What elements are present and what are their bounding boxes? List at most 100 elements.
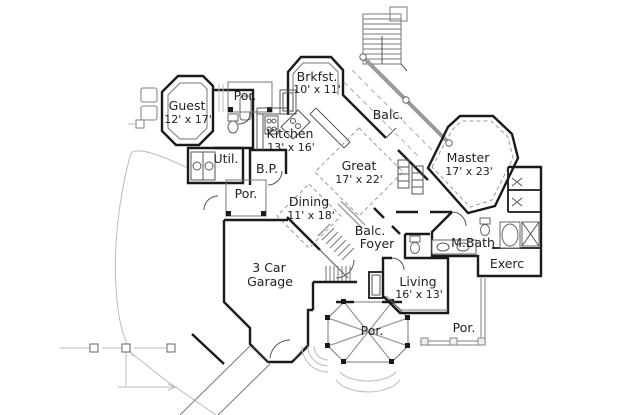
porch-post	[325, 343, 330, 348]
railing-post	[402, 96, 410, 104]
tub-icon	[239, 95, 252, 121]
room-label-kitchen: Kitchen	[267, 126, 314, 141]
room-label-master-bath: M.Bath	[451, 235, 495, 250]
burner-icon	[266, 126, 272, 132]
room-label-foyer: Foyer	[360, 236, 395, 251]
butlers-pantry	[248, 148, 288, 186]
porch-post	[226, 211, 231, 216]
room-label-guest: Guest	[169, 98, 206, 113]
sink-icon	[290, 118, 296, 124]
powder-room	[396, 210, 452, 258]
breakfast-walls	[286, 55, 353, 115]
porch-steps	[218, 84, 224, 112]
planter-arc	[203, 195, 219, 211]
master-bedroom	[426, 114, 520, 215]
garage-walls	[222, 218, 313, 364]
media-wall	[397, 159, 424, 195]
toilet-icon	[227, 120, 239, 134]
fence-lines	[60, 347, 217, 415]
room-label-garage-line2: Garage	[247, 274, 293, 289]
door-swing-arc	[451, 211, 467, 227]
fence-post	[121, 343, 131, 353]
bottom-porch	[301, 299, 410, 393]
room-label-utility: Util.	[214, 151, 239, 166]
porch-column	[477, 337, 486, 346]
equipment-pad	[140, 87, 158, 103]
driveway-arrow	[118, 383, 178, 391]
retaining-wall	[191, 333, 225, 365]
fence-post	[89, 343, 99, 353]
room-dims-guest: 12' x 17'	[164, 113, 212, 126]
room-dims-great: 17' x 22'	[335, 173, 383, 186]
porch-front-steps	[335, 371, 401, 393]
toilet-tank-icon	[409, 235, 421, 243]
burner-icon	[271, 126, 277, 132]
garage-door-swing	[269, 339, 291, 359]
room-label-butlers-pantry: B.P.	[256, 161, 278, 176]
room-label-balcony-upper: Balc.	[373, 107, 404, 122]
deck-board-lines	[343, 69, 433, 159]
closet-door-marks	[511, 177, 523, 207]
guest-ceiling-lines	[167, 82, 208, 140]
room-label-porch-bottom: Por.	[361, 323, 384, 338]
upper-balcony	[343, 53, 453, 181]
porch-spokes	[327, 301, 409, 363]
porch-steps-arcs	[301, 345, 329, 373]
kitchen-island	[280, 109, 311, 140]
stair-stringer	[381, 36, 408, 72]
utility-walls	[186, 146, 245, 185]
door-swing-arc	[391, 257, 405, 271]
balcony-door-leaf	[385, 127, 397, 139]
stair-walls	[311, 280, 357, 310]
closet-partitions	[507, 167, 541, 213]
shower-x	[521, 221, 540, 247]
room-label-garage-line1: 3 Car	[252, 260, 286, 275]
porch-post	[261, 211, 266, 216]
room-label-porch-top: Por.	[234, 88, 257, 103]
burner-icon	[266, 118, 272, 124]
breakfast-ceiling-lines	[292, 62, 339, 112]
room-label-dining: Dining	[289, 194, 329, 209]
sink-icon	[436, 242, 450, 252]
utility-room	[186, 146, 245, 185]
guest-suite	[160, 74, 255, 150]
sink-icon	[295, 123, 301, 129]
cabinet-shelves	[398, 166, 409, 182]
porch-column	[420, 337, 429, 346]
sink-icon	[456, 242, 470, 252]
room-dims-master: 17' x 23'	[445, 165, 493, 178]
chimney	[279, 89, 297, 115]
dining-tray-ceiling	[276, 183, 342, 249]
fence-post	[166, 343, 176, 353]
dryer-icon	[204, 161, 214, 171]
door-swing-arc	[237, 111, 251, 125]
powder-walls	[396, 210, 452, 258]
room-label-porch-left: Por.	[235, 186, 258, 201]
room-dims-living: 16' x 13'	[395, 288, 443, 301]
railing-post	[359, 53, 367, 61]
cooktop-icon	[264, 115, 279, 135]
foyer-balcony-rail	[337, 200, 366, 229]
site-features	[60, 87, 271, 415]
garage-apron-edges	[179, 345, 271, 415]
room-dims-breakfast: 10' x 11'	[293, 83, 341, 96]
porch-post	[405, 315, 410, 320]
porch-column	[449, 337, 458, 346]
guest-walls	[160, 74, 215, 147]
room-dims-dining: 11' x 18'	[287, 209, 335, 222]
living-windows	[385, 295, 448, 311]
top-porch	[218, 81, 273, 125]
living-walls	[381, 256, 450, 315]
stair-landing	[389, 6, 408, 22]
stair-lower-treads	[325, 266, 351, 282]
porch-post	[325, 315, 330, 320]
bp-walls	[248, 148, 288, 185]
fireplace-hearth	[371, 274, 381, 296]
room-dims-kitchen: 13' x 16'	[267, 141, 315, 154]
kitchen	[256, 107, 311, 150]
porch-post	[267, 107, 272, 112]
garage	[222, 218, 313, 364]
breakfast-bay	[279, 55, 353, 115]
fireplace	[309, 107, 351, 149]
